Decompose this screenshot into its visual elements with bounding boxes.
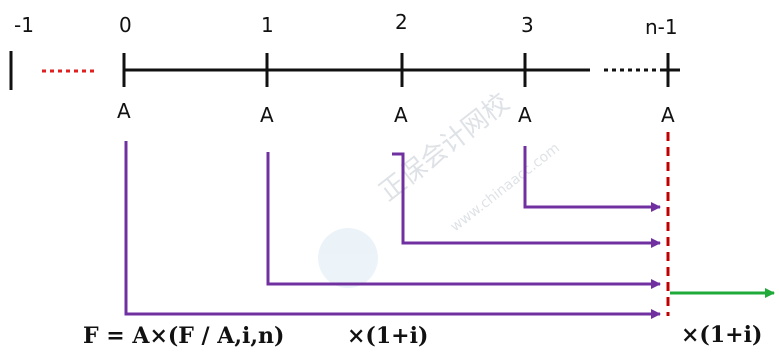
formula-factor: ×(1+i) xyxy=(347,323,428,349)
period-label-3: 3 xyxy=(521,13,534,37)
formula-lhs: F = A×(F / A,i,n) xyxy=(83,323,284,349)
period-label-minus-1: -1 xyxy=(14,13,34,37)
payment-label-0: A xyxy=(117,99,131,123)
compound-arrow-period-2 xyxy=(392,152,661,248)
period-labels: -1 0 1 2 3 n-1 xyxy=(14,10,678,39)
extra-factor-label: ×(1+i) xyxy=(681,322,762,348)
timeline-axis xyxy=(9,51,680,90)
compound-arrow-period-0 xyxy=(124,141,661,319)
period-label-n-1: n-1 xyxy=(645,15,678,39)
compound-arrow-period-1 xyxy=(266,152,661,289)
compound-arrow-period-3 xyxy=(523,146,661,212)
period-label-1: 1 xyxy=(261,13,274,37)
payment-label-n-1: A xyxy=(661,103,675,127)
payment-labels: A A A A A xyxy=(117,99,675,127)
watermark-logo-icon xyxy=(318,228,378,288)
payment-label-1: A xyxy=(260,103,274,127)
period-label-2: 2 xyxy=(395,10,408,34)
payment-label-2: A xyxy=(394,103,408,127)
watermark-url: www.chinaacc.com xyxy=(448,140,563,235)
formula: F = A×(F / A,i,n) ×(1+i) xyxy=(83,323,428,349)
payment-label-3: A xyxy=(518,103,532,127)
period-label-0: 0 xyxy=(119,13,132,37)
compounding-arrows xyxy=(124,141,661,319)
